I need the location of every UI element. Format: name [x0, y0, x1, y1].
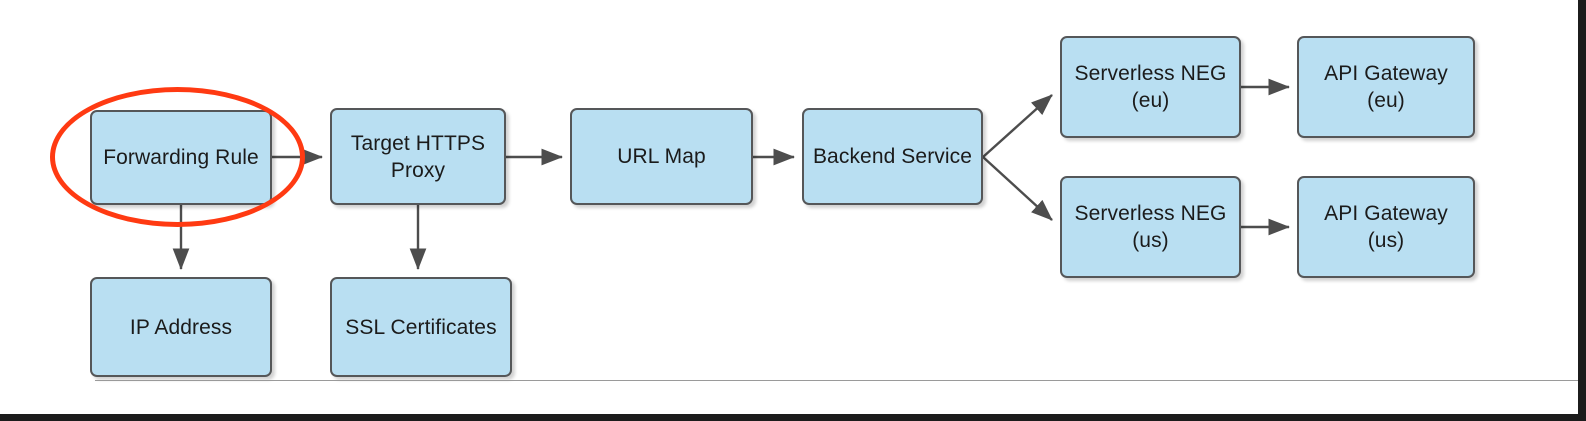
node-backend-service[interactable]: Backend Service	[802, 108, 983, 205]
window-bottom-band	[0, 414, 1586, 421]
node-url-map[interactable]: URL Map	[570, 108, 753, 205]
edge-backend-to-neg-us	[982, 156, 1053, 221]
node-api-gateway-eu[interactable]: API Gateway (eu)	[1297, 36, 1475, 138]
node-label: Serverless NEG (eu)	[1074, 62, 1227, 112]
node-forwarding-rule[interactable]: Forwarding Rule	[90, 110, 272, 205]
window-hairline-divider	[95, 380, 1578, 381]
node-label: SSL Certificates	[345, 315, 497, 339]
node-label: URL Map	[617, 145, 706, 168]
node-api-gateway-us[interactable]: API Gateway (us)	[1297, 176, 1475, 278]
node-target-https-proxy[interactable]: Target HTTPS Proxy	[330, 108, 506, 205]
node-label: API Gateway (us)	[1324, 202, 1448, 252]
node-serverless-neg-eu[interactable]: Serverless NEG (eu)	[1060, 36, 1241, 138]
node-label: Serverless NEG (us)	[1074, 202, 1227, 252]
node-label: Backend Service	[812, 145, 973, 168]
node-label: Forwarding Rule	[103, 146, 259, 169]
node-serverless-neg-us[interactable]: Serverless NEG (us)	[1060, 176, 1241, 278]
node-label: Target HTTPS Proxy	[350, 131, 486, 182]
node-label: IP Address	[129, 315, 233, 339]
node-label: API Gateway (eu)	[1324, 62, 1448, 112]
edge-backend-to-neg-eu	[982, 94, 1053, 158]
window-right-band	[1578, 0, 1586, 421]
node-ip-address[interactable]: IP Address	[90, 277, 272, 377]
node-ssl-certificates[interactable]: SSL Certificates	[330, 277, 512, 377]
